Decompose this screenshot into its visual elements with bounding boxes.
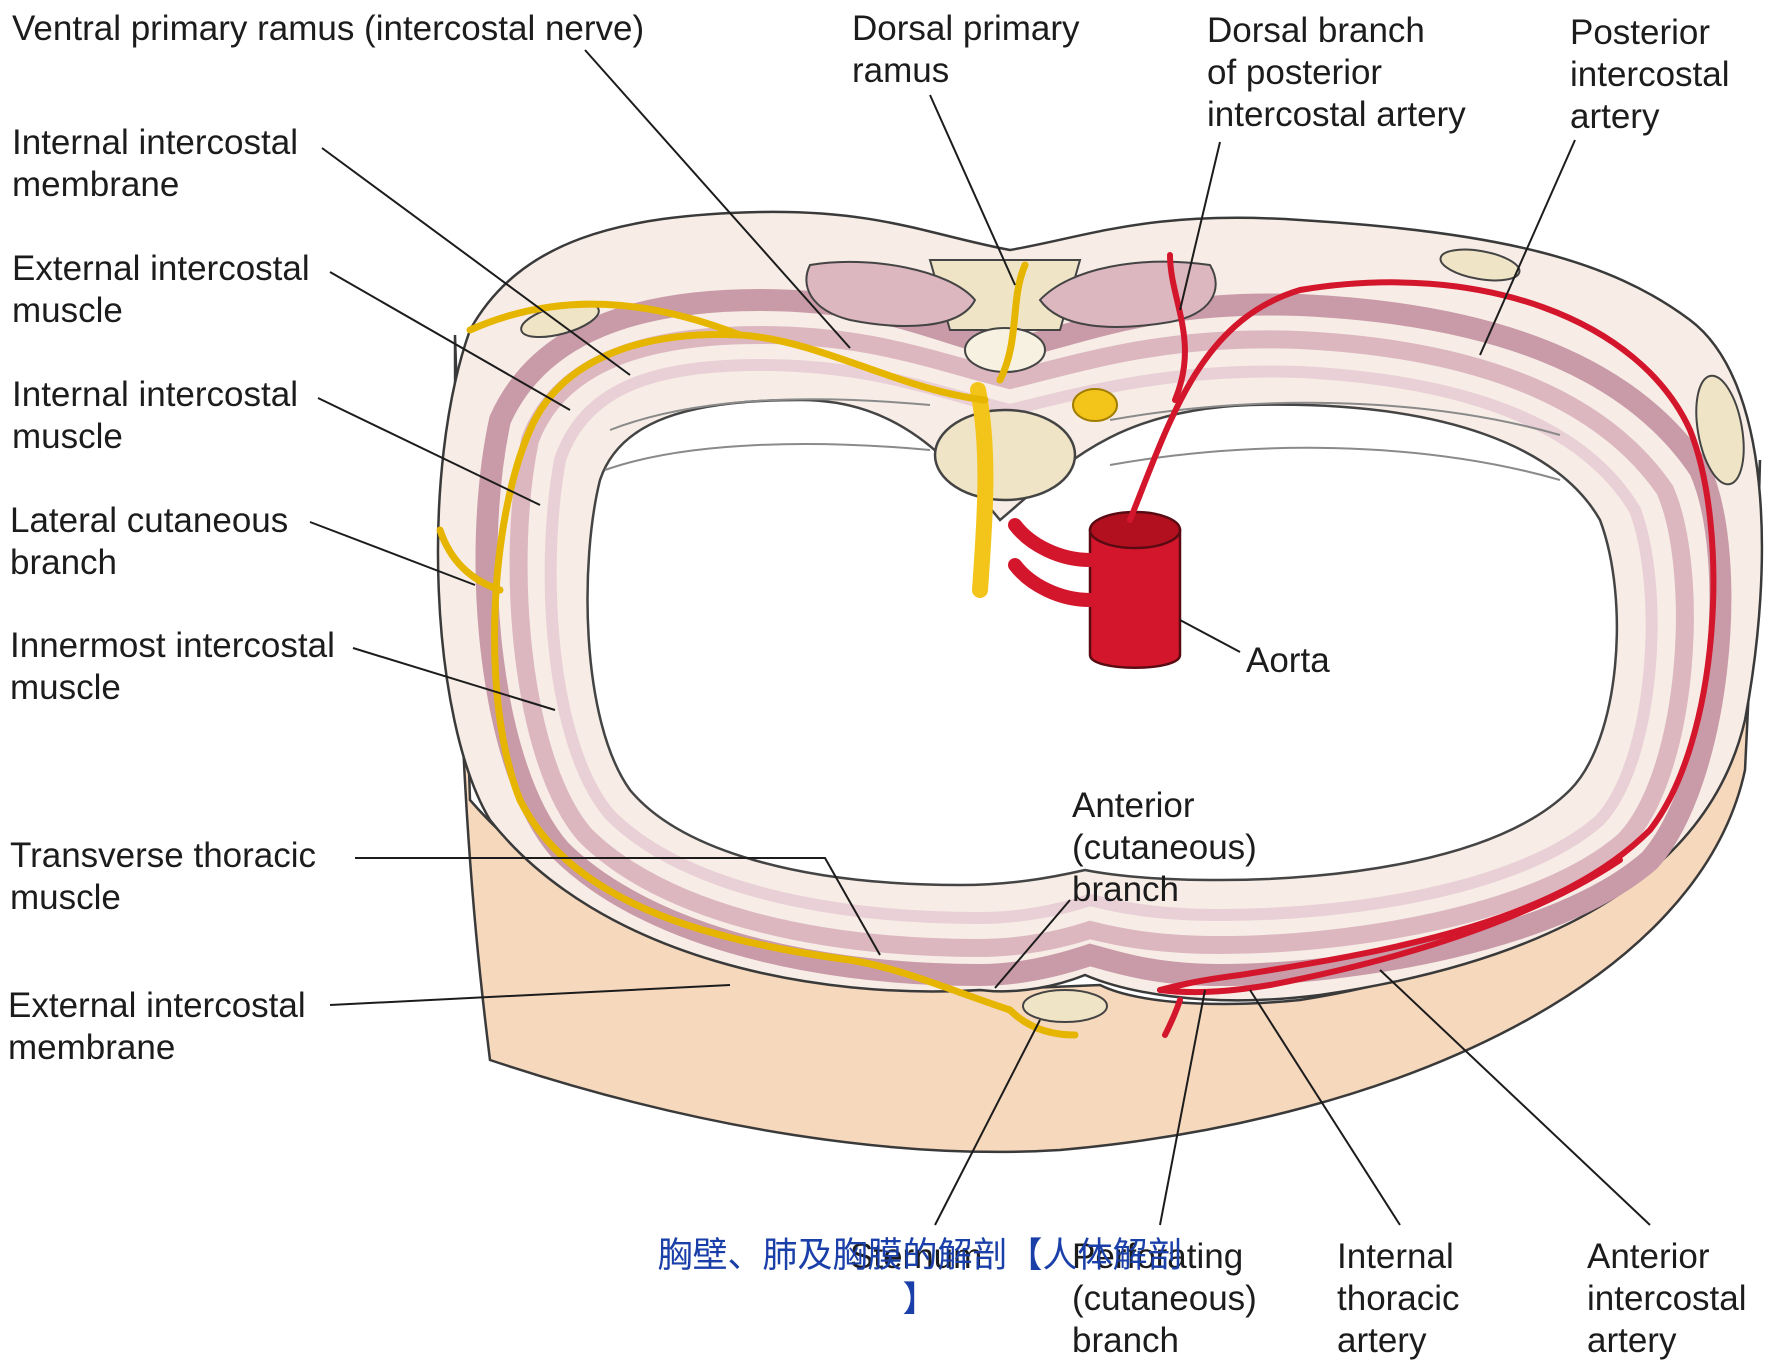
sympathetic-trunk: [978, 390, 985, 590]
label-external-intercostal-muscle: External intercostal muscle: [12, 248, 310, 332]
label-posterior-intercostal-artery: Posterior intercostal artery: [1570, 12, 1730, 138]
label-external-intercostal-membrane: External intercostal membrane: [8, 985, 306, 1069]
spinal-ganglion: [1073, 389, 1117, 421]
aorta-top: [1090, 512, 1180, 548]
label-internal-intercostal-membrane: Internal intercostal membrane: [12, 122, 298, 206]
label-internal-thoracic-artery: Internal thoracic artery: [1337, 1236, 1460, 1362]
label-lateral-cutaneous-branch: Lateral cutaneous branch: [10, 500, 288, 584]
slide-caption: 胸壁、肺及胸膜的解剖【人体解剖 】: [560, 1234, 1280, 1322]
label-ventral-primary-ramus: Ventral primary ramus (intercostal nerve…: [12, 8, 644, 50]
label-dorsal-branch-posterior-intercostal-artery: Dorsal branch of posterior intercostal a…: [1207, 10, 1466, 136]
sternum-bone: [1023, 990, 1107, 1022]
label-dorsal-primary-ramus: Dorsal primary ramus: [852, 8, 1080, 92]
label-internal-intercostal-muscle: Internal intercostal muscle: [12, 374, 298, 458]
label-anterior-intercostal-artery: Anterior intercostal artery: [1587, 1236, 1747, 1362]
aorta-body: [1090, 530, 1180, 668]
label-transverse-thoracic-muscle: Transverse thoracic muscle: [10, 835, 316, 919]
label-anterior-cutaneous-branch: Anterior (cutaneous) branch: [1072, 785, 1257, 911]
vertebral-body: [935, 410, 1075, 500]
label-innermost-intercostal-muscle: Innermost intercostal muscle: [10, 625, 335, 709]
label-aorta: Aorta: [1246, 640, 1330, 682]
